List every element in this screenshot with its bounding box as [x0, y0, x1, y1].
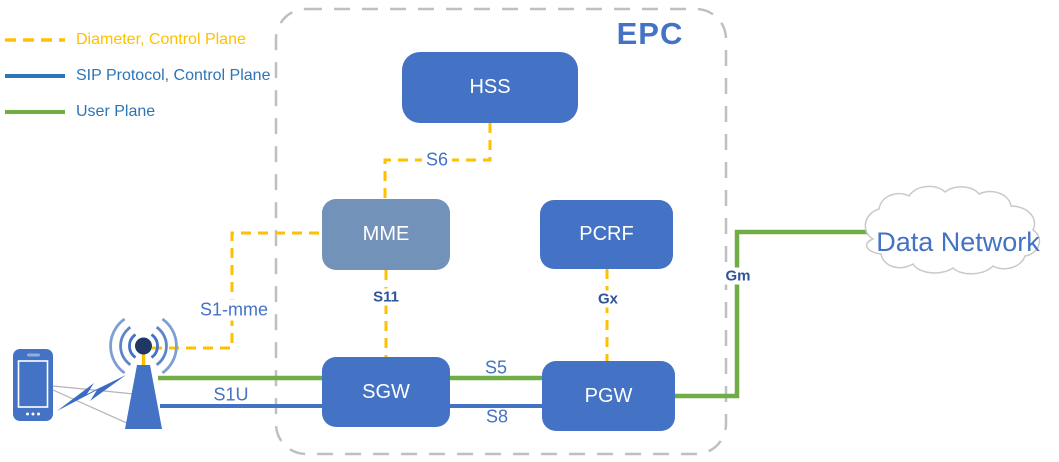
legend-item-user-plane: User Plane: [4, 94, 270, 130]
legend-label-sip: SIP Protocol, Control Plane: [76, 67, 271, 84]
ue-tower-connector-line: [52, 389, 130, 425]
interface-label-gm: Gm: [721, 267, 755, 285]
ue-tower-connector-line: [52, 385, 135, 395]
smartphone-icon: [13, 349, 53, 421]
lightning-bolt-icon: [57, 375, 126, 411]
node-mme-label: MME: [362, 223, 410, 245]
interface-label-s1mme: S1-mme: [195, 299, 273, 321]
cloud-icon: [853, 184, 1059, 284]
node-pgw: PGW: [542, 361, 675, 431]
epc-title-label: EPC: [616, 16, 684, 51]
user-plane-line-swatch: [5, 110, 65, 114]
sip-line-swatch: [5, 74, 65, 78]
interface-label-s11: S11: [369, 288, 403, 306]
interface-label-s5: S5: [484, 357, 508, 378]
node-pgw-label: PGW: [584, 384, 633, 407]
diameter-link-s1mme: [152, 231, 322, 350]
interface-label-gx: Gx: [593, 290, 623, 308]
cell-tower-icon: [109, 317, 178, 429]
node-hss-label: HSS: [469, 76, 511, 98]
node-pcrf-label: PCRF: [579, 223, 634, 245]
node-mme: MME: [322, 199, 450, 270]
diameter-line-swatch: [5, 38, 65, 42]
user-plane-link-gm: [675, 229, 868, 399]
interface-label-s6: S6: [421, 149, 453, 171]
legend-label-user-plane: User Plane: [76, 103, 156, 120]
node-hss: HSS: [402, 52, 578, 123]
data-network-label: Data Network: [876, 227, 1040, 257]
node-sgw-label: SGW: [362, 380, 410, 403]
interface-label-s1u: S1U: [213, 384, 249, 405]
legend: Diameter, Control Plane SIP Protocol, Co…: [4, 22, 270, 130]
node-pcrf: PCRF: [540, 200, 673, 269]
legend-label-diameter: Diameter, Control Plane: [76, 31, 246, 48]
interface-label-s8: S8: [485, 406, 509, 427]
node-sgw: SGW: [322, 357, 450, 427]
legend-item-diameter: Diameter, Control Plane: [4, 22, 270, 58]
legend-item-sip: SIP Protocol, Control Plane: [4, 58, 270, 94]
